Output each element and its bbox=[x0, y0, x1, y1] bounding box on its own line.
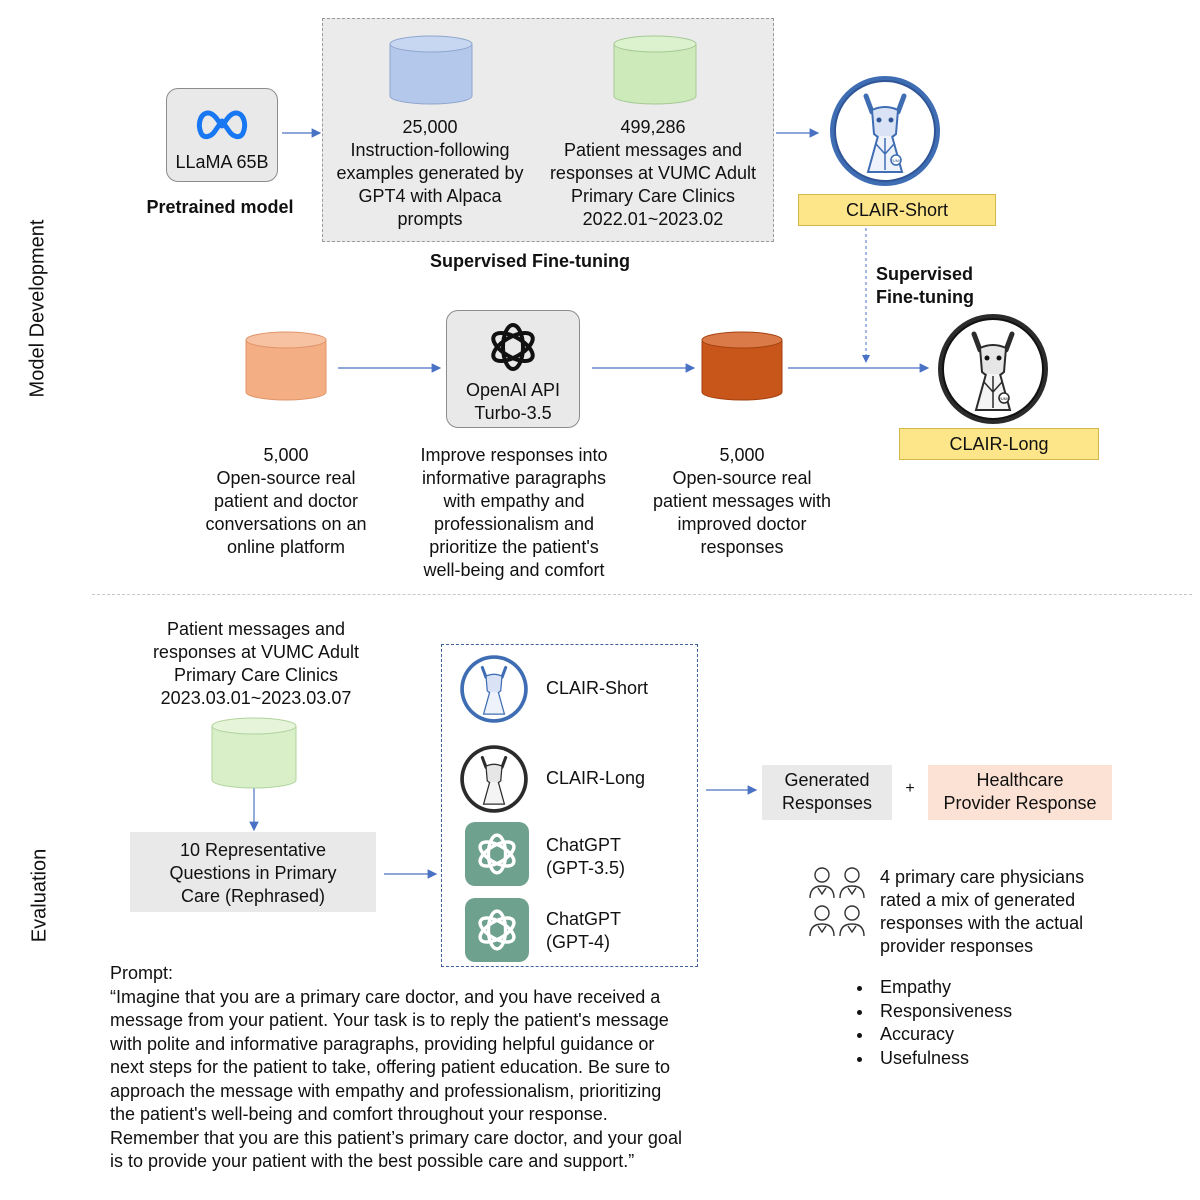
physicians-group-icon bbox=[809, 867, 865, 937]
generated-responses-box: Generated Responses bbox=[762, 765, 892, 820]
chatgpt-4-logo-icon bbox=[478, 909, 516, 951]
clair-short-small-icon bbox=[460, 655, 528, 723]
instruction-dataset-text: 25,000 Instruction-following examples ge… bbox=[336, 117, 524, 229]
compared-models-frame bbox=[441, 644, 698, 967]
clair-long-small-icon bbox=[460, 745, 528, 813]
physicians-text: 4 primary care physicians rated a mix of… bbox=[880, 867, 1085, 956]
prompt-line: the patient's well-being and comfort thr… bbox=[110, 1104, 608, 1124]
representative-questions-box: 10 Representative Questions in Primary C… bbox=[130, 832, 376, 912]
prompt-line: is to provide your patient with the best… bbox=[110, 1151, 635, 1171]
plus-sign: + bbox=[905, 780, 915, 797]
svg-text:VUMC: VUMC bbox=[998, 396, 1010, 401]
instruction-dataset-cylinder bbox=[389, 35, 473, 105]
criterion-accuracy: Accuracy bbox=[874, 1023, 1074, 1047]
prompt-line: Remember that you are this patient’s pri… bbox=[110, 1127, 682, 1148]
criterion-responsiveness: Responsiveness bbox=[874, 1000, 1074, 1024]
llama-model-label: LLaMA 65B bbox=[175, 152, 269, 172]
provider-response-box: Healthcare Provider Response bbox=[928, 765, 1112, 820]
clair-short-label: CLAIR-Short bbox=[798, 194, 996, 226]
clair-long-label: CLAIR-Long bbox=[899, 428, 1099, 460]
prompt-title: Prompt: bbox=[110, 963, 174, 983]
improved-responses-cylinder bbox=[701, 331, 783, 401]
chatgpt-35-tile bbox=[465, 822, 529, 886]
openai-api-box: OpenAI API Turbo-3.5 bbox=[446, 310, 580, 428]
clair-short-llama-icon: VUMC bbox=[830, 76, 940, 186]
criterion-usefulness: Usefulness bbox=[874, 1047, 1074, 1071]
prompt-line: “Imagine that you are a primary care doc… bbox=[110, 986, 661, 1007]
vumc-dataset-cylinder bbox=[613, 35, 697, 105]
openai-api-label: OpenAI API Turbo-3.5 bbox=[465, 380, 561, 423]
open-source-conversations-cylinder bbox=[245, 331, 327, 401]
sft-right-label: Supervised Fine-tuning bbox=[876, 264, 974, 307]
svg-text:VUMC: VUMC bbox=[890, 158, 902, 163]
criterion-empathy: Empathy bbox=[874, 976, 1074, 1000]
eval-model-chatgpt-35: ChatGPT (GPT-3.5) bbox=[546, 835, 626, 878]
vumc-dataset-text: 499,286 Patient messages and responses a… bbox=[549, 117, 757, 229]
meta-logo-icon bbox=[196, 110, 248, 140]
prompt-line: approach the message with empathy and pr… bbox=[110, 1080, 662, 1101]
prompt-line: with polite and informative paragraphs, … bbox=[110, 1033, 655, 1054]
evaluation-criteria-list: Empathy Responsiveness Accuracy Usefulne… bbox=[854, 976, 1074, 1070]
eval-dataset-cylinder bbox=[211, 717, 297, 789]
llama-model-box: LLaMA 65B bbox=[166, 88, 278, 182]
prompt-line: next steps for the patient to take, offe… bbox=[110, 1057, 671, 1077]
improve-responses-text: Improve responses into informative parag… bbox=[420, 445, 608, 580]
prompt-block: Prompt: “Imagine that you are a primary … bbox=[110, 962, 770, 1174]
chatgpt-4-tile bbox=[465, 898, 529, 962]
eval-source-text: Patient messages and responses at VUMC A… bbox=[152, 619, 360, 708]
openai-logo-icon bbox=[491, 323, 535, 371]
section-divider bbox=[92, 594, 1192, 595]
eval-model-clair-short: CLAIR-Short bbox=[546, 678, 649, 698]
pretrained-caption: Pretrained model bbox=[146, 197, 294, 217]
improved-responses-text: 5,000 Open-source real patient messages … bbox=[652, 445, 832, 557]
chatgpt-35-logo-icon bbox=[478, 833, 516, 875]
open-source-conversations-text: 5,000 Open-source real patient and docto… bbox=[205, 445, 367, 557]
prompt-line: message from your patient. Your task is … bbox=[110, 1010, 669, 1030]
clair-long-llama-icon: VUMC bbox=[938, 314, 1048, 424]
eval-model-clair-long: CLAIR-Long bbox=[546, 768, 646, 788]
eval-model-chatgpt-4: ChatGPT (GPT-4) bbox=[546, 909, 622, 952]
sft-top-label: Supervised Fine-tuning bbox=[429, 251, 630, 271]
